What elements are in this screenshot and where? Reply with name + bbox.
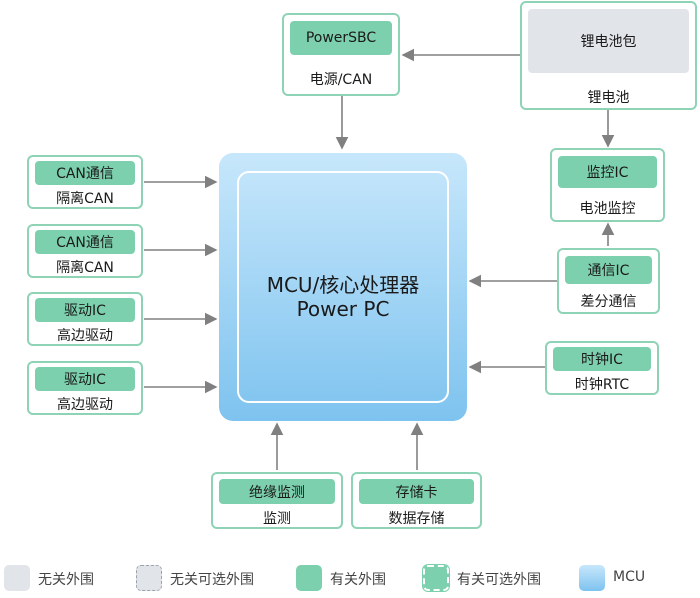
comm-ic-chip: 通信IC xyxy=(565,256,652,284)
driver-ic-block-1: 驱动IC 高边驱动 xyxy=(27,292,143,346)
mcu-subtitle: Power PC xyxy=(296,297,390,321)
legend-swatch-related xyxy=(296,565,322,591)
battery-label: 锂电池 xyxy=(587,90,630,106)
insulation-monitor-chip: 绝缘监测 xyxy=(219,479,335,504)
clock-ic-chip: 时钟IC xyxy=(553,347,651,371)
power-sbc-chip: PowerSBC xyxy=(290,21,392,55)
legend-label-related: 有关外围 xyxy=(330,572,386,588)
storage-card-block: 存储卡 数据存储 xyxy=(351,472,482,529)
can-comm-block-2: CAN通信 隔离CAN xyxy=(27,224,143,278)
legend-swatch-unrelated-optional xyxy=(136,565,162,591)
can-isolation-label: 隔离CAN xyxy=(56,260,114,276)
clock-ic-label: 时钟RTC xyxy=(574,377,630,393)
legend-swatch-related-optional xyxy=(422,564,450,592)
can-comm-chip: CAN通信 xyxy=(35,230,135,254)
driver-ic-chip: 驱动IC xyxy=(35,298,135,322)
storage-card-chip: 存储卡 xyxy=(359,479,474,504)
can-comm-chip: CAN通信 xyxy=(35,161,135,185)
legend-swatch-unrelated xyxy=(4,565,30,591)
battery-pack-chip: 锂电池包 xyxy=(528,9,689,73)
legend-label-related-optional: 有关可选外围 xyxy=(457,572,541,588)
insulation-monitor-block: 绝缘监测 监测 xyxy=(211,472,343,529)
legend-label-unrelated: 无关外围 xyxy=(38,572,94,588)
mcu-label: MCU/核心处理器 Power PC xyxy=(239,273,447,321)
comm-ic-label: 差分通信 xyxy=(580,294,637,310)
can-isolation-label: 隔离CAN xyxy=(56,191,114,207)
legend-swatch-mcu xyxy=(579,565,605,591)
can-comm-block-1: CAN通信 隔离CAN xyxy=(27,155,143,209)
legend-label-mcu: MCU xyxy=(613,569,646,585)
mcu-title: MCU/核心处理器 xyxy=(266,273,420,297)
power-sbc-label: 电源/CAN xyxy=(309,72,373,88)
power-sbc-block: PowerSBC 电源/CAN xyxy=(282,13,400,96)
data-storage-label: 数据存储 xyxy=(388,511,445,527)
mcu-block: MCU/核心处理器 Power PC xyxy=(219,153,467,421)
insulation-monitor-label: 监测 xyxy=(263,511,291,527)
mcu-inner-frame: MCU/核心处理器 Power PC xyxy=(237,171,449,403)
battery-block: 锂电池包 锂电池 xyxy=(520,1,697,110)
monitor-ic-chip: 监控IC xyxy=(558,156,657,188)
high-side-driver-label: 高边驱动 xyxy=(57,397,113,413)
high-side-driver-label: 高边驱动 xyxy=(57,328,113,344)
clock-ic-block: 时钟IC 时钟RTC xyxy=(545,341,659,395)
driver-ic-block-2: 驱动IC 高边驱动 xyxy=(27,361,143,415)
monitor-ic-label: 电池监控 xyxy=(579,201,636,217)
legend-label-unrelated-optional: 无关可选外围 xyxy=(170,572,254,588)
comm-ic-block: 通信IC 差分通信 xyxy=(557,248,660,314)
driver-ic-chip: 驱动IC xyxy=(35,367,135,391)
monitor-ic-block: 监控IC 电池监控 xyxy=(550,148,665,222)
